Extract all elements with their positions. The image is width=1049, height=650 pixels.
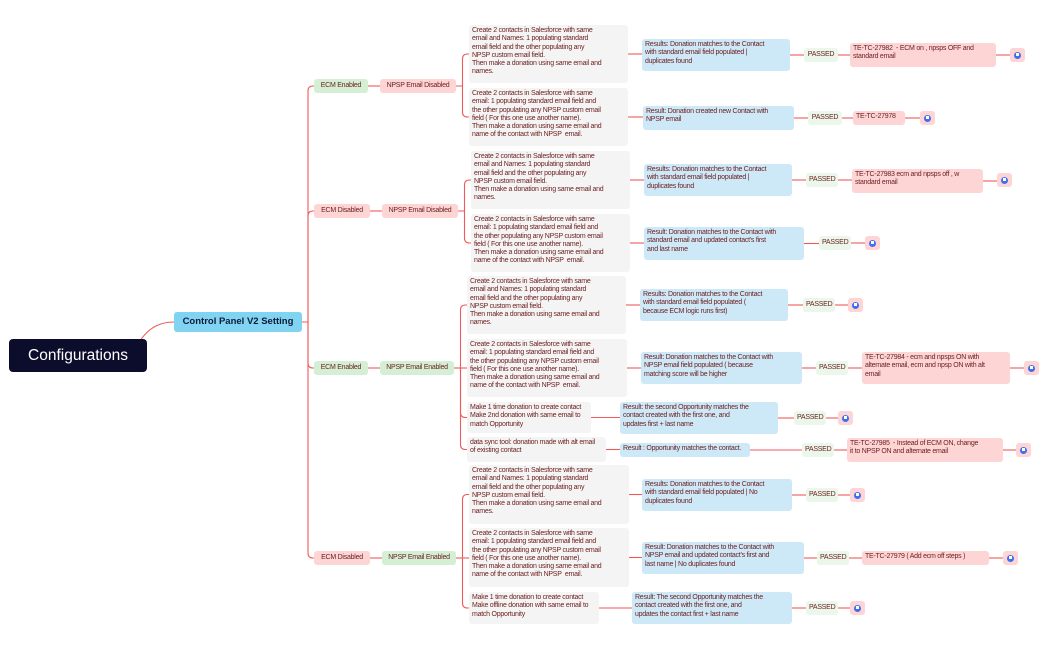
connector-line xyxy=(458,179,471,212)
flag-icon xyxy=(852,301,859,309)
flag-node[interactable] xyxy=(850,488,865,502)
test-step[interactable]: Create 2 contacts in Salesforce with sam… xyxy=(469,465,629,524)
status-badge-passed[interactable]: PASSED xyxy=(802,443,835,457)
test-result[interactable]: Results: Donation matches to the Contact… xyxy=(642,39,790,71)
connector-line xyxy=(456,493,469,559)
ecm-disabled-topic[interactable]: ECM Disabled xyxy=(314,204,370,218)
test-result[interactable]: Result: Donation matches to the Contact … xyxy=(641,352,802,384)
test-step[interactable]: Make 1 time donation to create contact M… xyxy=(467,402,591,433)
connector-line xyxy=(458,210,471,244)
connector-line xyxy=(454,367,467,419)
test-step[interactable]: Create 2 contacts in Salesforce with sam… xyxy=(469,528,629,587)
flag-icon xyxy=(854,491,861,499)
connector-line xyxy=(456,53,469,87)
test-result[interactable]: Results: Donation matches to the Contact… xyxy=(640,289,788,321)
status-badge-passed[interactable]: PASSED xyxy=(803,298,836,312)
test-case-id[interactable]: TE-TC-27984 - ecm and npsps ON with alte… xyxy=(862,352,1010,384)
test-result[interactable]: Results: Donation matches to the Contact… xyxy=(642,479,792,511)
flag-node[interactable] xyxy=(1024,361,1039,375)
connector-line xyxy=(302,210,314,323)
flag-icon xyxy=(869,239,876,247)
status-badge-passed[interactable]: PASSED xyxy=(806,488,839,502)
flag-node[interactable] xyxy=(920,111,935,125)
connector-line xyxy=(454,304,467,369)
test-result[interactable]: Result: Donation created new Contact wit… xyxy=(643,106,794,130)
flag-node[interactable] xyxy=(1010,48,1025,62)
flag-icon xyxy=(1020,446,1027,454)
ecm-enabled-topic[interactable]: ECM Enabled xyxy=(314,361,368,375)
test-step[interactable]: data sync tool: donation made with alt e… xyxy=(467,437,606,462)
test-case-id[interactable]: TE-TC-27982 - ECM on , npsps OFF and sta… xyxy=(850,43,996,67)
test-case-id[interactable]: TE-TC-27985 - Instead of ECM ON, change … xyxy=(847,438,1003,462)
flag-icon xyxy=(1028,364,1035,372)
connector-line xyxy=(302,321,314,369)
status-badge-passed[interactable]: PASSED xyxy=(794,411,827,425)
test-step[interactable]: Create 2 contacts in Salesforce with sam… xyxy=(467,276,626,334)
test-result[interactable]: Result : Opportunity matches the contact… xyxy=(620,443,750,457)
flag-icon xyxy=(1007,554,1014,562)
flag-node[interactable] xyxy=(848,298,863,312)
flag-icon xyxy=(924,114,931,122)
flag-node[interactable] xyxy=(838,411,853,425)
status-badge-passed[interactable]: PASSED xyxy=(806,173,839,187)
ecm-enabled-topic[interactable]: ECM Enabled xyxy=(314,79,368,93)
connector-line xyxy=(302,85,314,323)
test-result[interactable]: Results: Donation matches to the Contact… xyxy=(644,164,792,196)
test-step[interactable]: Create 2 contacts in Salesforce with sam… xyxy=(467,339,627,397)
flag-node[interactable] xyxy=(1003,551,1018,565)
topic-control-panel-v2-setting[interactable]: Control Panel V2 Setting xyxy=(174,312,302,332)
npsp-email-enabled-topic[interactable]: NPSP Email Enabled xyxy=(380,361,454,375)
flag-node[interactable] xyxy=(997,173,1012,187)
connector-line xyxy=(454,367,467,451)
npsp-email-disabled-topic[interactable]: NPSP Email Disabled xyxy=(380,79,456,93)
flag-node[interactable] xyxy=(865,236,880,250)
test-case-id[interactable]: TE-TC-27983 ecm and npsps off , w standa… xyxy=(852,169,983,193)
test-result[interactable]: Result: Donation matches to the Contact … xyxy=(642,542,804,574)
flag-icon xyxy=(854,604,861,612)
status-badge-passed[interactable]: PASSED xyxy=(817,551,850,565)
test-result[interactable]: Result: Donation matches to the Contact … xyxy=(644,227,804,260)
connector-line xyxy=(456,85,469,118)
test-result[interactable]: Result: the second Opportunity matches t… xyxy=(620,402,778,434)
status-badge-passed[interactable]: PASSED xyxy=(806,601,839,615)
flag-icon xyxy=(1014,51,1021,59)
root-topic-configurations[interactable]: Configurations xyxy=(9,339,147,372)
connector-line xyxy=(302,321,314,559)
test-case-id[interactable]: TE-TC-27978 xyxy=(853,111,905,125)
test-step[interactable]: Create 2 contacts in Salesforce with sam… xyxy=(469,25,628,83)
status-badge-passed[interactable]: PASSED xyxy=(819,236,852,250)
status-badge-passed[interactable]: PASSED xyxy=(816,361,849,375)
test-step[interactable]: Create 2 contacts in Salesforce with sam… xyxy=(469,88,628,146)
flag-node[interactable] xyxy=(1016,443,1031,457)
status-badge-passed[interactable]: PASSED xyxy=(808,111,842,125)
ecm-disabled-topic[interactable]: ECM Disabled xyxy=(314,551,370,565)
test-step[interactable]: Make 1 time donation to create contact M… xyxy=(469,592,599,624)
npsp-email-enabled-topic[interactable]: NPSP Email Enabled xyxy=(382,551,456,565)
test-step[interactable]: Create 2 contacts in Salesforce with sam… xyxy=(471,214,630,272)
flag-icon xyxy=(1001,176,1008,184)
test-case-id[interactable]: TE-TC-27979 ( Add ecm off steps ) xyxy=(862,551,989,565)
npsp-email-disabled-topic[interactable]: NPSP Email Disabled xyxy=(382,204,458,218)
flag-node[interactable] xyxy=(850,601,865,615)
connector-line xyxy=(456,557,469,609)
test-step[interactable]: Create 2 contacts in Salesforce with sam… xyxy=(471,151,630,209)
status-badge-passed[interactable]: PASSED xyxy=(804,48,838,62)
flag-icon xyxy=(842,414,849,422)
test-result[interactable]: Result: The second Opportunity matches t… xyxy=(632,592,792,624)
